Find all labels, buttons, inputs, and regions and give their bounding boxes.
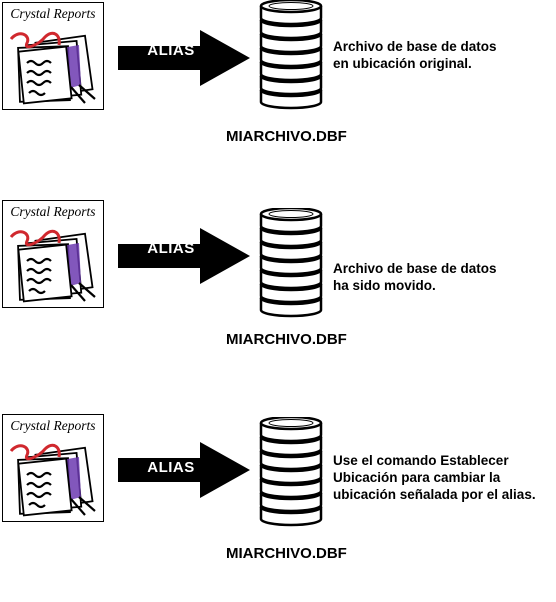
right-arrow-icon — [118, 30, 250, 86]
right-arrow-icon — [118, 228, 250, 284]
logo-title: Crystal Reports — [10, 204, 96, 219]
scribble-line — [26, 267, 52, 275]
report-page-front — [17, 45, 73, 105]
page-flourish — [70, 496, 96, 516]
crystal-reports-logo-icon: Crystal Reports — [2, 2, 104, 110]
report-pages-icon — [9, 229, 96, 303]
disk-inner-ring — [268, 210, 314, 218]
description-line: en ubicación original. — [333, 56, 472, 71]
panel-2: Crystal Reports ALIAS Archivo de base de… — [0, 198, 556, 388]
disk-top — [259, 0, 323, 14]
alias-label: ALIAS — [147, 42, 195, 59]
logo-title: Crystal Reports — [10, 6, 96, 21]
scribble-line — [26, 471, 52, 479]
red-scribble — [9, 443, 61, 461]
description-line: Ubicación para cambiar la — [333, 470, 501, 485]
scribble-line — [28, 287, 46, 295]
panel-1: Crystal Reports ALIAS Archivo de base de… — [0, 0, 556, 190]
disk-inner-ring — [268, 419, 314, 427]
description-line: Archivo de base de datos — [333, 39, 497, 54]
scribble-line — [28, 501, 46, 509]
report-pages-icon — [9, 31, 96, 105]
description-line: ubicación señalada por el alias. — [333, 487, 536, 502]
description: Archivo de base de datos ha sido movido. — [333, 260, 497, 294]
scribble-line — [26, 277, 52, 285]
scribble-line — [26, 257, 52, 265]
logo-title: Crystal Reports — [10, 418, 96, 433]
red-scribble — [9, 229, 61, 247]
page-flourish — [70, 282, 96, 302]
scribble-line — [26, 79, 52, 87]
description-line: Use el comando Establecer — [333, 453, 509, 468]
disk-top — [259, 417, 323, 431]
description: Use el comando Establecer Ubicación para… — [333, 452, 536, 503]
alias-label: ALIAS — [147, 240, 195, 257]
disk-top — [259, 208, 323, 222]
crystal-reports-logo-icon: Crystal Reports — [2, 414, 104, 522]
scribble-line — [28, 89, 46, 97]
report-page-front — [17, 243, 73, 303]
filename-label: MIARCHIVO.DBF — [226, 331, 347, 348]
scribble-line — [26, 491, 52, 499]
panel-3: Crystal Reports ALIAS Use el comando Est… — [0, 412, 556, 602]
database-stack-icon — [259, 208, 323, 318]
database-stack-icon — [259, 0, 323, 110]
right-arrow-icon — [118, 442, 250, 498]
scribble-line — [26, 69, 52, 77]
scribble-line — [26, 59, 52, 67]
alias-label: ALIAS — [147, 459, 195, 476]
database-stack-icon — [259, 417, 323, 527]
scribble-line — [26, 481, 52, 489]
page-flourish — [70, 84, 96, 104]
description: Archivo de base de datos en ubicación or… — [333, 38, 497, 72]
red-scribble — [9, 31, 61, 49]
report-pages-icon — [9, 443, 96, 517]
disk-inner-ring — [268, 2, 314, 10]
filename-label: MIARCHIVO.DBF — [226, 545, 347, 562]
description-line: ha sido movido. — [333, 278, 436, 293]
report-page-front — [17, 457, 73, 517]
crystal-reports-logo-icon: Crystal Reports — [2, 200, 104, 308]
description-line: Archivo de base de datos — [333, 261, 497, 276]
filename-label: MIARCHIVO.DBF — [226, 128, 347, 145]
